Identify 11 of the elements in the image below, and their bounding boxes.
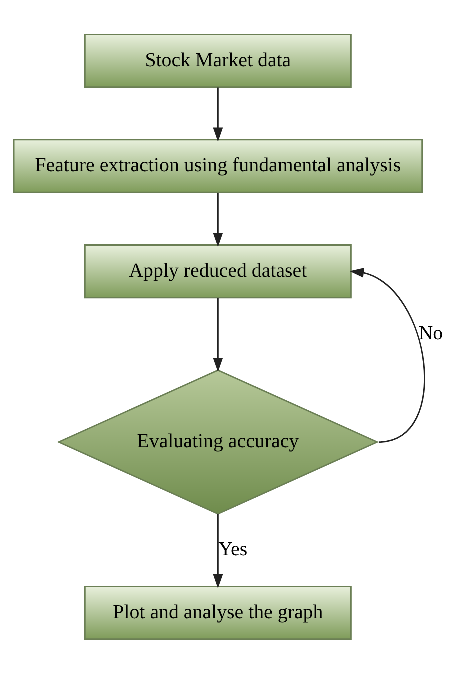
arrow [350,267,426,442]
arrow [213,298,224,372]
node-box: Apply reduced dataset [84,244,352,298]
arrow [213,87,224,142]
arrow [213,192,224,247]
node-diamond: Evaluating accuracy [57,369,380,514]
edge-label: No [418,322,444,344]
node-box: Feature extraction using fundamental analysis [13,138,424,193]
node-box: Plot and analyse the graph [84,585,352,640]
arrow [213,514,224,588]
node-box: Stock Market data [84,33,352,88]
